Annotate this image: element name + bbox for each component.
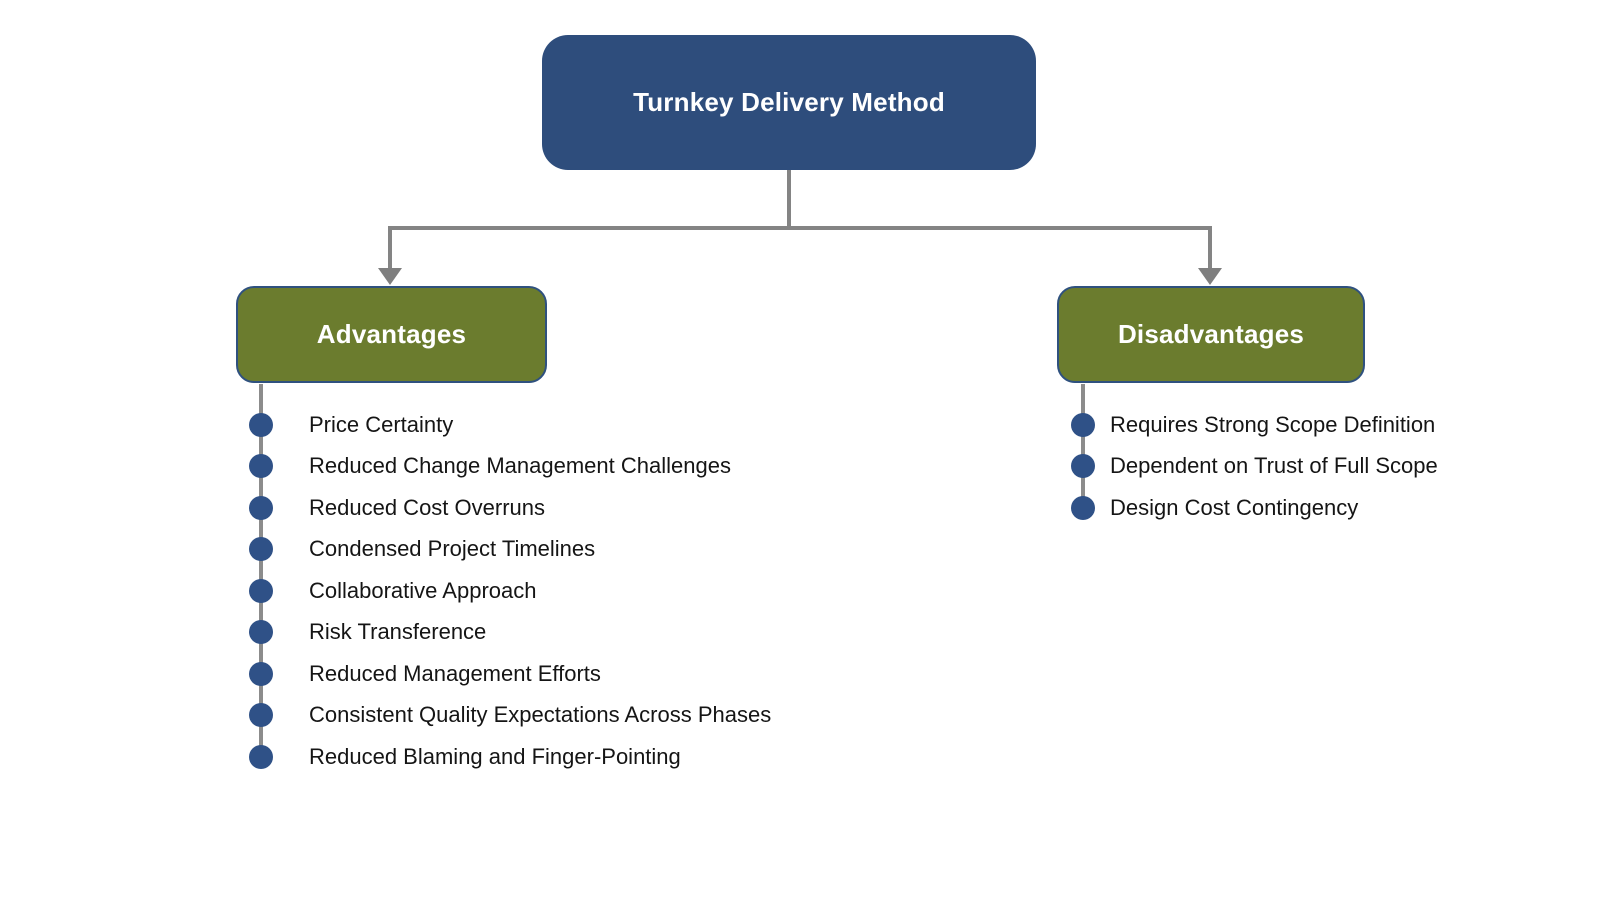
root-node-label: Turnkey Delivery Method	[633, 87, 945, 117]
advantage-item-label: Condensed Project Timelines	[309, 536, 596, 562]
list-item: Reduced Blaming and Finger-Pointing	[249, 736, 771, 778]
connector-drop-advantages	[388, 226, 392, 270]
node-turnkey-delivery-method: Turnkey Delivery Method	[542, 35, 1036, 170]
list-item: Reduced Management Efforts	[249, 653, 771, 695]
disadvantage-item-label: Requires Strong Scope Definition	[1110, 411, 1436, 437]
advantages-list: Price Certainty Reduced Change Managemen…	[249, 404, 771, 778]
bullet-icon	[249, 537, 273, 562]
list-item: Requires Strong Scope Definition	[1071, 404, 1438, 446]
bullet-icon	[1071, 495, 1095, 520]
advantages-list-spine	[259, 384, 263, 758]
bullet-icon	[249, 454, 273, 479]
advantage-item-label: Reduced Change Management Challenges	[309, 453, 731, 479]
disadvantages-list-spine	[1081, 384, 1085, 510]
list-item: Dependent on Trust of Full Scope	[1071, 446, 1438, 488]
connector-drop-disadvantages	[1208, 226, 1212, 270]
list-item: Reduced Cost Overruns	[249, 487, 771, 529]
arrow-down-icon	[1198, 268, 1222, 285]
bullet-icon	[249, 744, 273, 769]
bullet-icon	[249, 620, 273, 645]
bullet-icon	[249, 412, 273, 437]
disadvantages-node-label: Disadvantages	[1117, 319, 1305, 349]
connector-root-stem	[787, 170, 791, 228]
list-item: Risk Transference	[249, 612, 771, 654]
advantage-item-label: Reduced Management Efforts	[309, 660, 601, 686]
bullet-icon	[249, 661, 273, 686]
disadvantages-list: Requires Strong Scope Definition Depende…	[1071, 404, 1438, 529]
connector-horizontal-bar	[388, 226, 1212, 230]
advantages-node-label: Advantages	[316, 319, 467, 349]
advantage-item-label: Collaborative Approach	[309, 577, 537, 603]
list-item: Price Certainty	[249, 404, 771, 446]
node-disadvantages: Disadvantages	[1057, 286, 1365, 383]
advantage-item-label: Reduced Blaming and Finger-Pointing	[309, 743, 681, 769]
advantage-item-label: Risk Transference	[309, 619, 487, 645]
bullet-icon	[249, 495, 273, 520]
arrow-down-icon	[378, 268, 402, 285]
bullet-icon	[249, 578, 273, 603]
list-item: Reduced Change Management Challenges	[249, 446, 771, 488]
disadvantage-item-label: Dependent on Trust of Full Scope	[1110, 453, 1438, 479]
list-item: Collaborative Approach	[249, 570, 771, 612]
advantage-item-label: Consistent Quality Expectations Across P…	[309, 702, 772, 728]
bullet-icon	[249, 703, 273, 728]
disadvantage-item-label: Design Cost Contingency	[1110, 494, 1359, 520]
bullet-icon	[1071, 412, 1095, 437]
bullet-icon	[1071, 454, 1095, 479]
advantage-item-label: Price Certainty	[309, 411, 454, 437]
list-item: Design Cost Contingency	[1071, 487, 1438, 529]
list-item: Condensed Project Timelines	[249, 529, 771, 571]
list-item: Consistent Quality Expectations Across P…	[249, 695, 771, 737]
node-advantages: Advantages	[236, 286, 547, 383]
advantage-item-label: Reduced Cost Overruns	[309, 494, 545, 520]
